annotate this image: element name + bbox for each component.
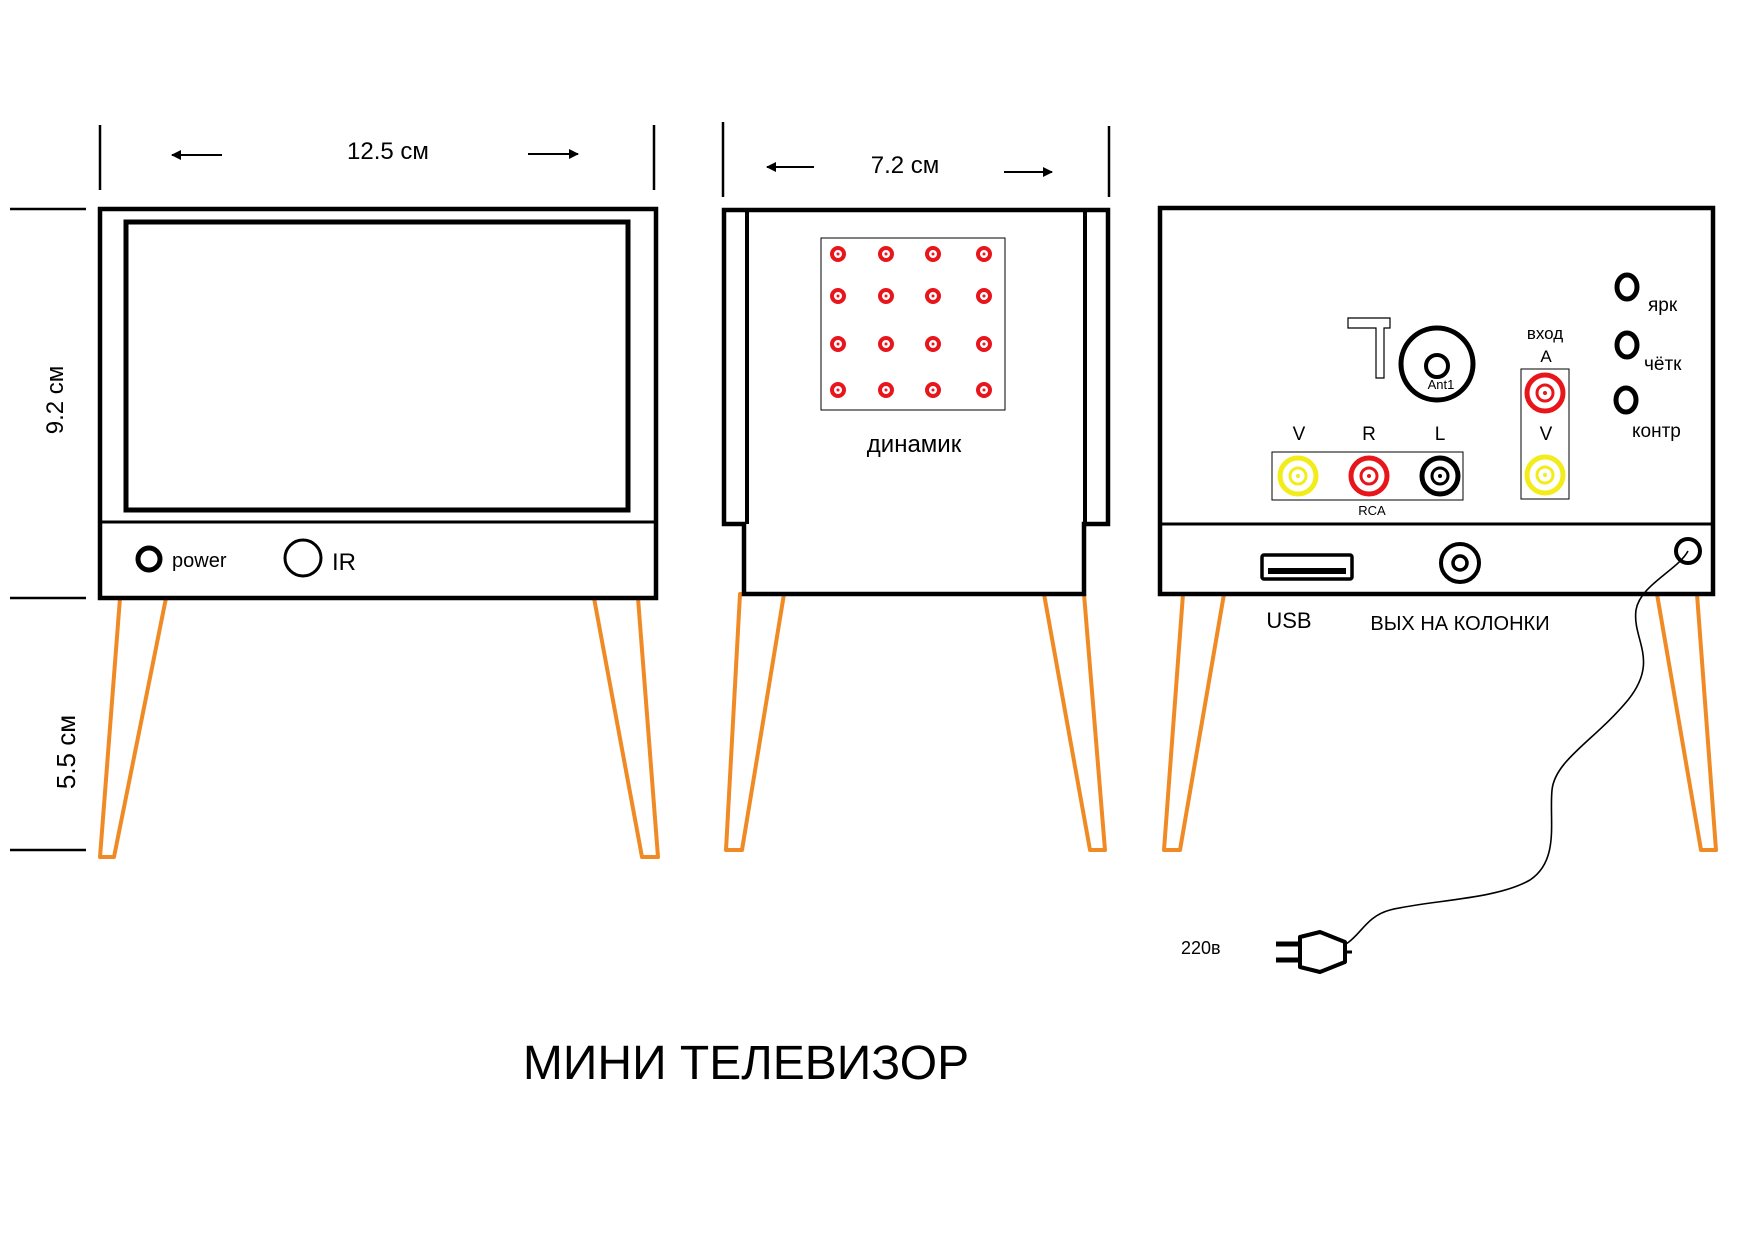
speaker-hole-center [836, 342, 840, 346]
input-a-jack-icon[interactable] [1524, 372, 1566, 414]
power-cord [1329, 550, 1689, 951]
dimension-lines [10, 122, 1111, 852]
side-view [721, 207, 1111, 852]
rca-v-jack-icon[interactable] [1277, 455, 1319, 497]
speaker-hole-center [884, 252, 888, 256]
rca-r-jack-icon[interactable] [1348, 455, 1390, 497]
page-title: МИНИ ТЕЛЕВИЗОР [523, 1037, 969, 1090]
antenna-socket-core [1424, 353, 1450, 379]
speaker-hole-center [931, 388, 935, 392]
front-view [97, 206, 660, 859]
speaker-output-label: ВЫХ НА КОЛОНКИ [1370, 613, 1549, 635]
width-dimension-label: 12.5 см [347, 138, 429, 165]
input-v-jack-icon[interactable] [1524, 454, 1566, 496]
sharpness-label: чётк [1644, 354, 1682, 375]
speaker-output-jack-core [1451, 554, 1469, 572]
usb-label: USB [1266, 608, 1311, 633]
body-height-dimension-label: 9.2 см [42, 366, 69, 435]
speaker-label: динамик [867, 431, 962, 458]
speaker-hole-center [931, 294, 935, 298]
usb-port-slot [1268, 568, 1346, 574]
speaker-hole-center [982, 342, 986, 346]
mains-voltage-label: 220в [1181, 938, 1221, 958]
back-left-leg [1162, 592, 1226, 852]
side-right-leg [1042, 592, 1107, 852]
speaker-hole-center [884, 294, 888, 298]
sharpness-knob-icon[interactable] [1614, 330, 1640, 360]
front-right-leg [592, 596, 660, 859]
depth-dimension-label: 7.2 см [871, 152, 940, 179]
speaker-hole-center [931, 252, 935, 256]
speaker-hole-center [931, 342, 935, 346]
power-button-icon [135, 545, 163, 573]
speaker-holes [830, 246, 992, 398]
speaker-hole-center [982, 252, 986, 256]
speaker-hole-center [836, 294, 840, 298]
front-left-leg [98, 596, 168, 859]
ir-label: IR [332, 549, 356, 576]
back-view [1157, 205, 1718, 974]
speaker-hole-center [836, 252, 840, 256]
brightness-label: ярк [1648, 295, 1678, 316]
input-a-label: A [1540, 347, 1552, 366]
rca-l-label: L [1435, 424, 1446, 445]
rca-l-jack-icon[interactable] [1419, 455, 1461, 497]
speaker-hole-center [884, 388, 888, 392]
power-label: power [172, 550, 227, 572]
brightness-knob-icon[interactable] [1614, 272, 1640, 302]
antenna-t-icon [1347, 317, 1391, 379]
power-plug-icon [1276, 930, 1352, 974]
usb-port-icon[interactable] [1260, 553, 1354, 581]
speaker-hole-center [982, 388, 986, 392]
speaker-hole-center [884, 342, 888, 346]
contrast-knob-icon[interactable] [1613, 385, 1639, 415]
contrast-label: контр [1632, 421, 1681, 442]
leg-height-dimension-label: 5.5 см [51, 715, 81, 789]
speaker-hole-center [836, 388, 840, 392]
back-right-leg [1655, 592, 1718, 852]
rca-label: RCA [1358, 503, 1386, 518]
screen [123, 219, 631, 513]
rca-v-label: V [1293, 424, 1306, 445]
input-title: вход [1527, 324, 1563, 343]
side-left-leg [724, 592, 786, 852]
rca-r-label: R [1362, 424, 1376, 445]
input-v-label: V [1540, 424, 1553, 445]
ir-sensor-icon [283, 538, 323, 578]
speaker-hole-center [982, 294, 986, 298]
speaker-grille [820, 237, 1006, 411]
antenna-label: Ant1 [1428, 377, 1455, 392]
